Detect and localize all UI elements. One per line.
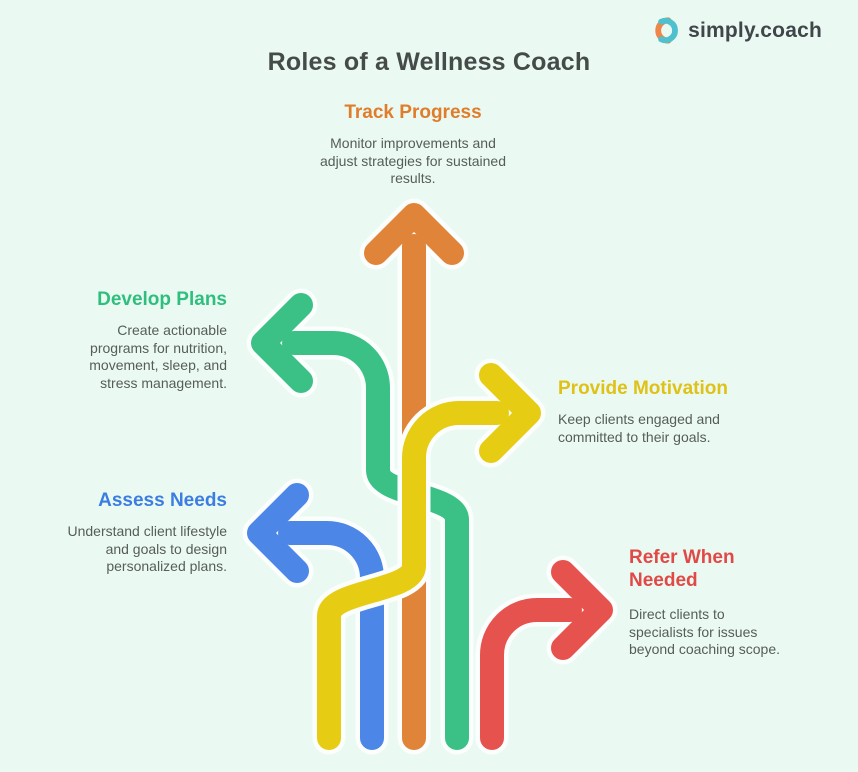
section-assess-body: Understand client lifestyle and goals to… bbox=[67, 523, 227, 574]
arrow-refer-shaft bbox=[480, 598, 582, 750]
section-motivate-body: Keep clients engaged and committed to th… bbox=[558, 411, 720, 445]
arrow-develop-head-icon bbox=[251, 293, 313, 393]
section-assess-title: Assess Needs bbox=[98, 490, 227, 511]
arrow-motivate-shaft bbox=[317, 401, 509, 750]
arrow-develop-plans bbox=[246, 288, 474, 755]
logo-teal-arc bbox=[658, 17, 679, 44]
section-motivate-title: Provide Motivation bbox=[558, 378, 728, 399]
section-refer-body: Direct clients to specialists for issues… bbox=[629, 606, 780, 657]
section-track-body: Monitor improvements and adjust strategi… bbox=[320, 135, 506, 186]
brand-logo-text: simply.coach bbox=[688, 18, 822, 42]
section-develop-title: Develop Plans bbox=[97, 289, 227, 310]
section-refer-title: Refer When Needed bbox=[629, 547, 735, 591]
section-track-title: Track Progress bbox=[344, 102, 482, 123]
arrow-develop-shaft bbox=[282, 331, 469, 750]
page-title: Roles of a Wellness Coach bbox=[267, 48, 591, 76]
section-develop-plans: Develop Plans Create actionable programs… bbox=[37, 288, 227, 392]
section-develop-body: Create actionable programs for nutrition… bbox=[89, 322, 227, 391]
arrow-motivate-head-icon bbox=[479, 363, 541, 463]
section-provide-motivation: Provide Motivation Keep clients engaged … bbox=[558, 377, 768, 446]
section-refer-when-needed: Refer When Needed Direct clients to spec… bbox=[629, 546, 804, 659]
section-assess-needs: Assess Needs Understand client lifestyle… bbox=[37, 489, 227, 576]
brand-logo: simply.coach bbox=[648, 14, 822, 47]
arrow-refer-when-needed bbox=[475, 555, 618, 755]
arrow-assess-shaft bbox=[278, 521, 384, 750]
arrow-provide-motivation bbox=[312, 358, 546, 755]
arrow-assess-needs bbox=[242, 478, 389, 755]
section-track-progress: Track Progress Monitor improvements and … bbox=[283, 101, 543, 188]
arrow-refer-head-icon bbox=[551, 560, 613, 660]
arrow-assess-head-icon bbox=[247, 483, 309, 583]
arrow-track-head-icon bbox=[364, 203, 464, 265]
brand-logo-icon bbox=[655, 17, 679, 44]
